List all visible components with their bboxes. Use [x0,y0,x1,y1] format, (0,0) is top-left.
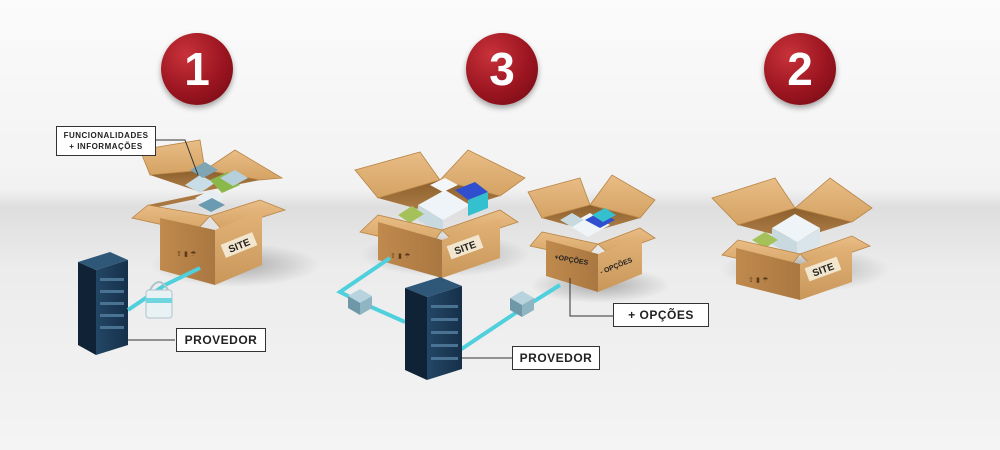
connector-cube-right [510,291,534,317]
step1-group: SITE ⇧ ▮ ☂ [78,139,320,355]
feature-cubes-2 [752,214,820,258]
connector-cube-left [348,289,372,315]
features-callout-line1: FUNCIONALIDADES [63,131,149,140]
cable-3c [458,283,562,352]
svg-text:⇧ ▮ ☂: ⇧ ▮ ☂ [748,276,768,284]
svg-text:⇧ ▮ ☂: ⇧ ▮ ☂ [176,250,196,258]
svg-text:⇧ ▮ ☂: ⇧ ▮ ☂ [390,252,410,260]
server-rack-1 [78,252,128,355]
step2-group: SITE ⇧ ▮ ☂ [711,177,890,300]
box-site-1: SITE ⇧ ▮ ☂ [131,139,287,285]
provider-label-1: PROVEDOR [176,328,266,352]
options-label: + OPÇÕES [613,303,709,327]
server-rack-3 [405,277,462,380]
step-badge-1: 1 [161,33,233,105]
box-site-2: SITE ⇧ ▮ ☂ [711,177,873,300]
feature-cubes-1 [185,162,248,212]
feature-cubes-3 [398,178,488,235]
step3-group: SITE ⇧ ▮ ☂ +OPÇÕES - OPÇÕES [336,149,670,380]
option-cubes [560,208,616,237]
box-site-3: SITE ⇧ ▮ ☂ [354,149,526,278]
step-badge-3: 3 [466,33,538,105]
box-options: +OPÇÕES - OPÇÕES [527,174,656,292]
step-badge-2: 2 [764,33,836,105]
provider-label-3: PROVEDOR [512,346,600,370]
features-callout: FUNCIONALIDADES + INFORMAÇÕES [56,126,156,156]
features-callout-line2: + INFORMAÇÕES [69,142,143,151]
lock-icon [145,281,173,319]
